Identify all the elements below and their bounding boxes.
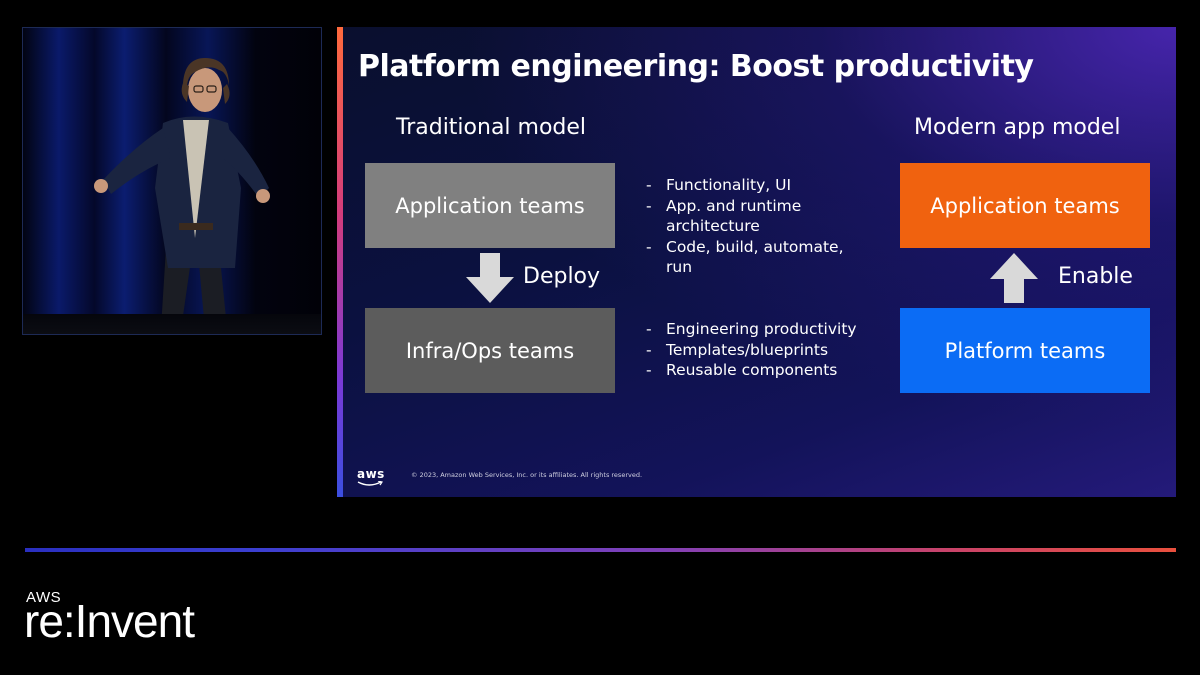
deploy-label: Deploy <box>523 264 601 289</box>
modern-model-heading: Modern app model <box>914 115 1121 140</box>
traditional-model-heading: Traditional model <box>396 115 587 140</box>
application-responsibilities-list: -Functionality, UI -App. and runtime arc… <box>646 175 856 278</box>
traditional-application-teams-box: Application teams <box>365 163 615 248</box>
presentation-slide: Platform engineering: Boost productivity… <box>337 27 1176 497</box>
aws-logo-text: aws <box>357 467 385 481</box>
platform-responsibilities-list: -Engineering productivity -Templates/blu… <box>646 319 876 381</box>
platform-teams-box: Platform teams <box>900 308 1150 393</box>
slide-title: Platform engineering: Boost productivity <box>358 49 1034 84</box>
brand-reinvent-logo: re:Invent <box>24 595 195 647</box>
speaker-video <box>22 27 322 335</box>
list-item: -Code, build, automate, run <box>646 237 844 277</box>
stage-floor <box>23 314 321 334</box>
copyright-notice: © 2023, Amazon Web Services, Inc. or its… <box>411 471 643 479</box>
slide-accent-bar <box>337 27 343 497</box>
aws-smile-icon <box>357 481 383 486</box>
infra-ops-teams-box: Infra/Ops teams <box>365 308 615 393</box>
speaker-figure <box>94 58 270 330</box>
list-item: -Functionality, UI <box>646 176 792 194</box>
platform-teams-label: Platform teams <box>944 338 1106 363</box>
brand-aws: AWS <box>26 589 62 606</box>
enable-label: Enable <box>1058 264 1133 289</box>
modern-application-teams-label: Application teams <box>930 193 1120 218</box>
list-item: -Templates/blueprints <box>646 340 829 359</box>
infra-ops-teams-label: Infra/Ops teams <box>405 338 575 363</box>
modern-application-teams-box: Application teams <box>900 163 1150 248</box>
arrow-down-icon <box>466 253 514 303</box>
aws-logo: aws <box>357 467 385 486</box>
list-item: -Reusable components <box>646 361 838 379</box>
list-item: -Engineering productivity <box>646 320 857 338</box>
arrow-up-icon <box>990 253 1038 303</box>
traditional-application-teams-label: Application teams <box>395 193 585 218</box>
list-item: -App. and runtime architecture <box>646 196 802 236</box>
gradient-divider <box>25 548 1176 552</box>
